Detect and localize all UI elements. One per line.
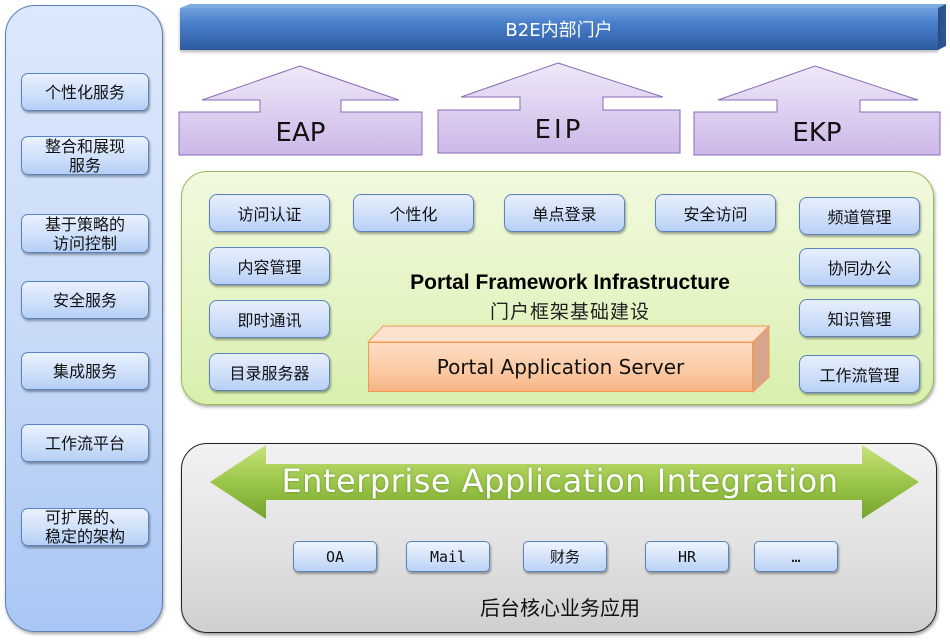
- arrow-label-eip: EIP: [534, 115, 584, 145]
- module-label: 单点登录: [532, 205, 597, 224]
- module-secure-access[interactable]: 安全访问: [655, 194, 776, 232]
- module-label: 即时通讯: [237, 311, 302, 330]
- module-label: 频道管理: [827, 208, 892, 227]
- capability-policy-access-control[interactable]: 基于策略的 访问控制: [21, 214, 149, 253]
- capability-label: 工作流平台: [44, 433, 125, 453]
- module-label: 访问认证: [237, 205, 302, 224]
- capability-personalization[interactable]: 个性化服务: [21, 73, 149, 111]
- framework-title: Portal Framework Infrastructure: [410, 271, 730, 294]
- module-instant-messaging[interactable]: 即时通讯: [209, 300, 330, 338]
- arrow-label-eap: EAP: [275, 118, 326, 148]
- app-oa[interactable]: OA: [293, 541, 377, 572]
- eai-banner-label: Enterprise Application Integration: [281, 462, 839, 500]
- portal-application-server[interactable]: Portal Application Server: [368, 342, 753, 392]
- capability-label: 个性化服务: [44, 82, 125, 102]
- app-label: OA: [325, 547, 345, 566]
- module-label: 内容管理: [237, 258, 302, 277]
- app-label: Mail: [429, 547, 467, 566]
- framework-subtitle: 门户框架基础建设: [489, 301, 650, 323]
- app-label: HR: [677, 547, 697, 566]
- arrow-eap: [178, 65, 423, 156]
- arrow-ekp: [693, 65, 941, 156]
- capability-label: 安全服务: [52, 290, 117, 310]
- module-label: 知识管理: [827, 310, 892, 329]
- app-label: …: [791, 547, 801, 566]
- module-access-auth[interactable]: 访问认证: [209, 194, 330, 232]
- capability-label: 集成服务: [52, 361, 117, 381]
- app-more[interactable]: …: [754, 541, 838, 572]
- capability-label: 可扩展的、 稳定的架构: [44, 508, 125, 546]
- module-label: 目录服务器: [229, 364, 310, 383]
- server-label: Portal Application Server: [436, 355, 685, 379]
- capability-integration[interactable]: 集成服务: [21, 352, 149, 390]
- b2e-portal-title: B2E内部门户: [505, 20, 613, 41]
- capability-integration-presentation[interactable]: 整合和展现 服务: [21, 136, 149, 175]
- module-label: 安全访问: [683, 205, 748, 224]
- portal-arrows: [178, 62, 941, 156]
- module-label: 协同办公: [827, 259, 892, 278]
- b2e-portal-bar[interactable]: B2E内部门户: [180, 8, 938, 50]
- app-finance[interactable]: 财务: [523, 541, 607, 572]
- app-hr[interactable]: HR: [645, 541, 729, 572]
- app-mail[interactable]: Mail: [406, 541, 490, 572]
- module-label: 工作流管理: [819, 366, 900, 385]
- module-collaboration[interactable]: 协同办公: [799, 248, 920, 286]
- capability-label: 基于策略的 访问控制: [44, 214, 125, 253]
- module-knowledge-mgmt[interactable]: 知识管理: [799, 299, 920, 337]
- capability-security[interactable]: 安全服务: [21, 281, 149, 319]
- top-bar-3d-edge: [180, 4, 946, 50]
- app-label: 财务: [549, 548, 580, 566]
- arrow-label-ekp: EKP: [792, 118, 842, 148]
- module-personalization[interactable]: 个性化: [353, 194, 474, 232]
- capability-scalable-architecture[interactable]: 可扩展的、 稳定的架构: [21, 508, 149, 546]
- arrow-eip: [437, 62, 681, 154]
- module-label: 个性化: [389, 205, 438, 224]
- backend-core-apps-label: 后台核心业务应用: [480, 596, 640, 620]
- module-content-mgmt[interactable]: 内容管理: [209, 247, 330, 285]
- capability-label: 整合和展现 服务: [44, 136, 125, 175]
- module-directory-server[interactable]: 目录服务器: [209, 353, 330, 391]
- module-sso[interactable]: 单点登录: [504, 194, 625, 232]
- module-channel-mgmt[interactable]: 频道管理: [799, 197, 920, 235]
- module-workflow-mgmt[interactable]: 工作流管理: [799, 355, 920, 393]
- capability-workflow[interactable]: 工作流平台: [21, 424, 149, 462]
